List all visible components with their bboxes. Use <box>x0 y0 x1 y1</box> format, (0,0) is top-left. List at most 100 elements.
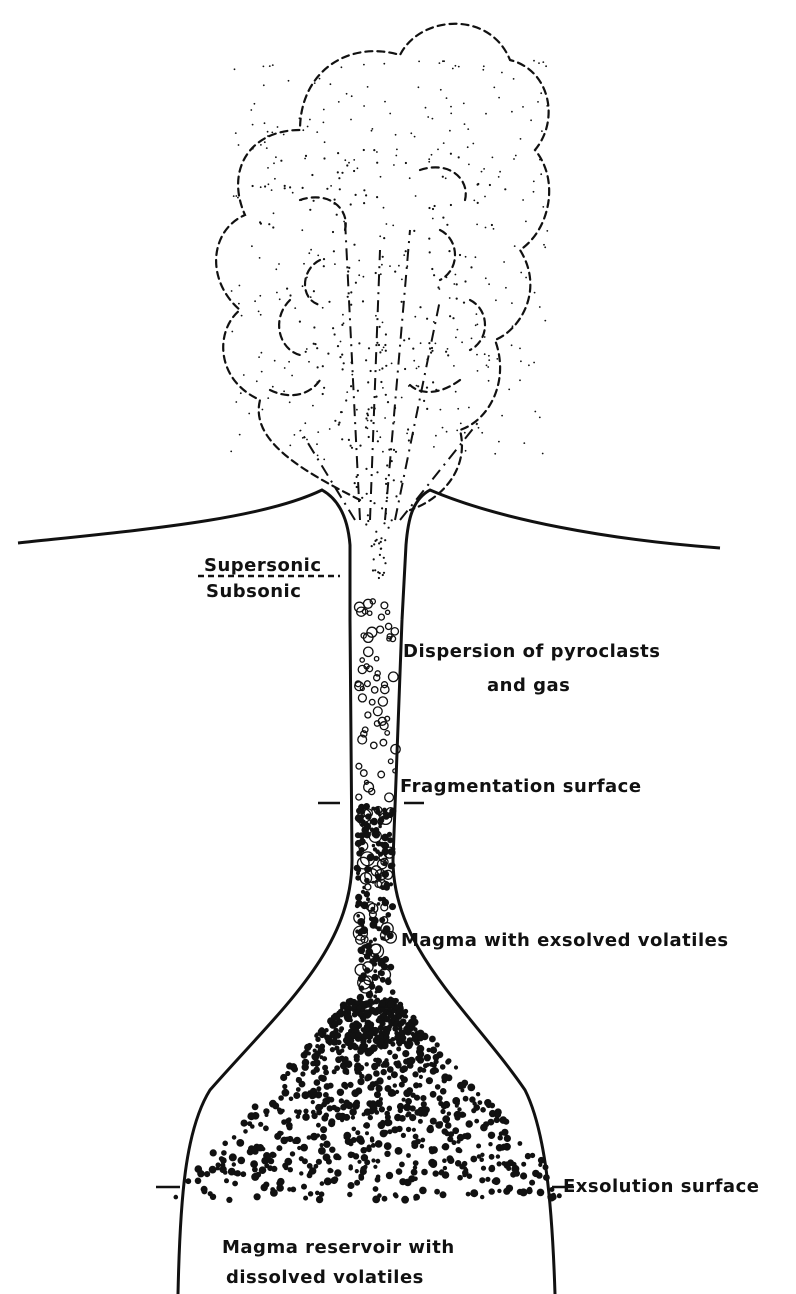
stipple-dot <box>343 221 345 223</box>
stipple-dot <box>396 1168 403 1175</box>
stipple-dot <box>274 360 276 362</box>
stipple-dot <box>276 1145 282 1151</box>
stipple-dot <box>248 413 250 415</box>
label-reservoir-2: dissolved volatiles <box>226 1267 424 1288</box>
stipple-dot <box>357 1078 364 1085</box>
stipple-dot <box>542 206 544 208</box>
stipple-dot <box>272 1102 279 1109</box>
stipple-dot <box>289 401 291 403</box>
stipple-dot <box>263 1125 269 1131</box>
stipple-dot <box>406 265 408 267</box>
stipple-dot <box>465 450 467 452</box>
stipple-dot <box>307 1173 313 1179</box>
stipple-dot <box>313 290 315 292</box>
stipple-dot <box>373 558 375 560</box>
stipple-dot <box>362 300 364 302</box>
stipple-dot <box>371 545 373 547</box>
stipple-dot <box>381 349 383 351</box>
stipple-dot <box>387 832 392 837</box>
stipple-dot <box>304 1044 311 1051</box>
stipple-dot <box>498 441 500 443</box>
stipple-dot <box>394 407 396 409</box>
stipple-dot <box>376 151 378 153</box>
stipple-dot <box>346 391 348 393</box>
stipple-dot <box>376 196 378 198</box>
stipple-dot <box>429 251 431 253</box>
stipple-dot <box>385 394 387 396</box>
stipple-dot <box>379 1020 385 1026</box>
label-exsolution: Exsolution surface <box>563 1176 759 1197</box>
stipple-dot <box>235 195 237 197</box>
stipple-dot <box>324 141 326 143</box>
stipple-dot <box>478 427 480 429</box>
stipple-dot <box>432 208 434 210</box>
stipple-dot <box>421 1068 426 1073</box>
stipple-dot <box>485 277 487 279</box>
stipple-dot <box>372 128 374 130</box>
stipple-dot <box>384 562 386 564</box>
stipple-dot <box>400 1075 405 1080</box>
stipple-dot <box>523 442 525 444</box>
stipple-dot <box>358 1071 362 1075</box>
stipple-dot <box>401 279 403 281</box>
stipple-dot <box>294 1137 301 1144</box>
stipple-dot <box>316 131 318 133</box>
stipple-dot <box>302 285 304 287</box>
stipple-dot <box>484 1099 491 1106</box>
stipple-dot <box>423 400 425 402</box>
stipple-dot <box>226 1197 232 1203</box>
stipple-dot <box>273 162 275 164</box>
stipple-dot <box>472 1101 476 1105</box>
stipple-dot <box>296 1087 301 1092</box>
stipple-dot <box>489 184 491 186</box>
stipple-dot <box>543 1174 550 1181</box>
stipple-dot <box>356 1066 362 1072</box>
stipple-dot <box>344 1135 349 1140</box>
stipple-dot <box>228 1168 236 1176</box>
bubble <box>391 628 398 635</box>
stipple-dot <box>356 1032 362 1038</box>
stipple-dot <box>322 365 324 367</box>
stipple-dot <box>513 78 515 80</box>
stipple-dot <box>415 1056 421 1062</box>
stipple-dot <box>372 959 377 964</box>
stipple-dot <box>351 1089 359 1097</box>
stipple-dot <box>414 1040 420 1046</box>
stipple-dot <box>322 307 324 309</box>
stipple-dot <box>538 1157 545 1164</box>
stipple-dot <box>347 270 349 272</box>
stipple-dot <box>260 186 262 188</box>
stipple-dot <box>508 389 510 391</box>
stipple-dot <box>499 171 501 173</box>
stipple-dot <box>546 230 548 232</box>
stipple-dot <box>386 1026 392 1032</box>
stipple-dot <box>185 1178 191 1184</box>
stipple-dot <box>373 937 377 941</box>
stipple-dot <box>540 92 542 94</box>
stipple-dot <box>351 361 353 363</box>
stipple-dot <box>351 1115 355 1119</box>
stipple-dot <box>442 217 444 219</box>
stipple-dot <box>455 337 457 339</box>
stipple-dot <box>289 186 291 188</box>
stipple-dot <box>353 244 355 246</box>
stipple-dot <box>404 368 406 370</box>
stipple-dot <box>348 162 350 164</box>
stipple-dot <box>407 428 409 430</box>
stipple-dot <box>512 325 514 327</box>
stipple-dot <box>366 1147 372 1153</box>
stipple-dot <box>542 61 544 63</box>
stipple-dot <box>387 1066 394 1073</box>
stipple-dot <box>323 1098 330 1105</box>
stipple-dot <box>275 268 277 270</box>
stipple-dot <box>323 109 325 111</box>
bubble <box>386 623 392 629</box>
stipple-dot <box>381 1063 386 1068</box>
label-dispersion-1: Dispersion of pyroclasts <box>403 641 660 662</box>
stipple-dot <box>431 1062 437 1068</box>
stipple-dot <box>361 1018 366 1023</box>
stipple-dot <box>433 1054 440 1061</box>
stipple-dot <box>470 1189 478 1197</box>
stipple-dot <box>453 365 455 367</box>
stipple-dot <box>349 1038 354 1043</box>
